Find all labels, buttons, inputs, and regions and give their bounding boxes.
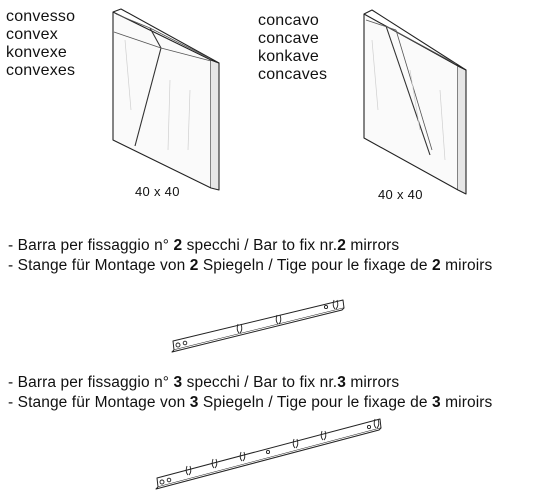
convex-size-label: 40 x 40	[135, 184, 180, 199]
concave-name-fr: concaves	[258, 66, 328, 83]
convex-names: convesso convex konvexe convexes	[6, 8, 75, 80]
concave-names: concavo concave konkave concaves	[258, 12, 327, 84]
bar2-line2: - Stange für Montage von 2 Spiegeln / Ti…	[8, 257, 493, 274]
concave-name-en: concave	[258, 30, 319, 47]
bar3-line1: - Barra per fissaggio n° 3 specchi / Bar…	[8, 374, 400, 391]
bar3-description: - Barra per fissaggio n° 3 specchi / Bar…	[8, 373, 492, 413]
bar2-line1: - Barra per fissaggio n° 2 specchi / Bar…	[8, 237, 400, 254]
convex-name-de: konvexe	[6, 44, 67, 61]
convex-name-it: convesso	[6, 8, 76, 25]
convex-name-en: convex	[6, 26, 58, 43]
concave-size-label: 40 x 40	[378, 187, 423, 202]
convex-name-fr: convexes	[6, 62, 76, 79]
bar2-description: - Barra per fissaggio n° 2 specchi / Bar…	[8, 236, 492, 276]
concave-name-it: concavo	[258, 12, 319, 29]
concave-name-de: konkave	[258, 48, 319, 65]
bar3-line2: - Stange für Montage von 3 Spiegeln / Ti…	[8, 394, 493, 411]
